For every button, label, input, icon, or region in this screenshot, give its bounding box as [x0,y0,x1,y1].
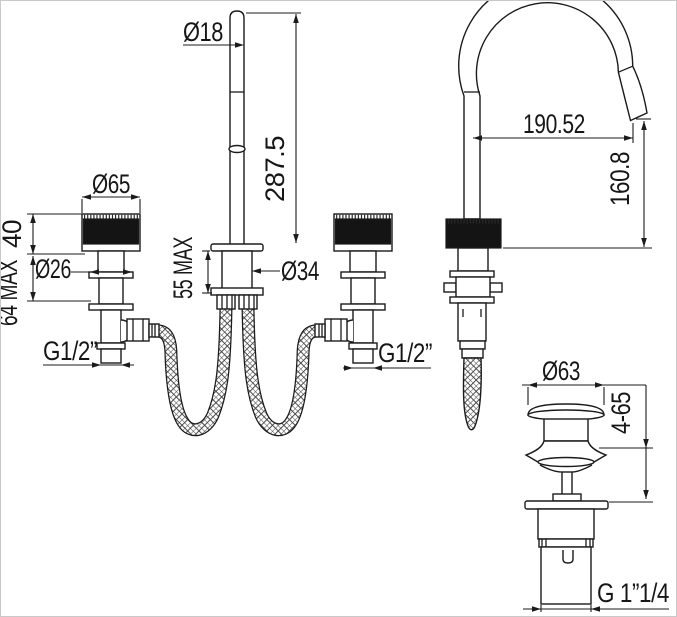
dim-handle-diameter: Ø65 [92,169,130,199]
gooseneck-hose [462,357,482,431]
dimension-lines [27,12,669,612]
gooseneck-spout [443,1,648,431]
dim-thread-right: G1/2” [378,338,432,368]
dimension-labels: Ø18 287.5 Ø65 40 Ø26 64 MAX G1/2” 55 MAX… [1,17,670,608]
dim-gooseneck-reach: 190.52 [523,109,585,139]
dim-drain-thread: G 1”1/4 [597,578,669,608]
dim-drain-deck-range: 4-65 [606,392,636,434]
dim-spout-underdeck-max: 55 MAX [168,237,198,299]
dim-handle-height: 40 [1,220,27,248]
dim-spout-tip-diameter: Ø18 [183,17,223,47]
popup-drain [524,403,609,605]
dim-thread-left: G1/2” [43,336,97,366]
dim-drain-cap-diameter: Ø63 [542,356,580,386]
left-valve [81,213,160,364]
center-spout [210,10,264,310]
dim-shank-diameter: Ø26 [35,254,71,284]
dim-gooseneck-height: 160.8 [605,152,635,206]
dim-deck-max: 64 MAX [1,260,23,326]
supply-hoses [157,306,317,437]
dim-spout-height: 287.5 [260,136,290,202]
dim-spout-body-diameter: Ø34 [281,256,319,286]
